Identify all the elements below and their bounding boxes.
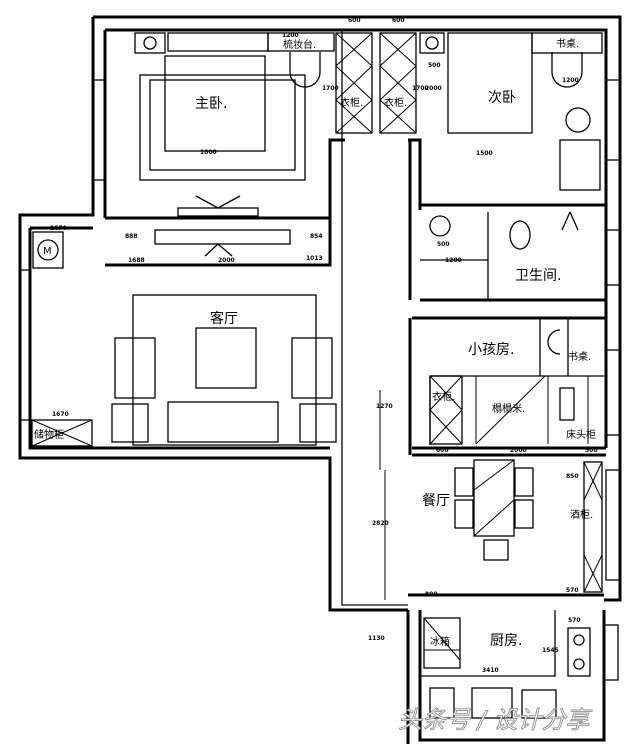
dim-label: 500: [437, 241, 450, 248]
storage-label: 储物柜: [34, 428, 64, 441]
dim-label: 1130: [368, 635, 385, 642]
dim-label: 2000: [510, 447, 527, 454]
dim-label: 1800: [200, 149, 217, 156]
dining-room: 餐厅 酒柜. 2820 850 570: [372, 459, 603, 600]
wardrobe-label: 衣柜.: [340, 96, 363, 109]
dim-label: 570: [568, 617, 581, 624]
wardrobe-label: 衣柜.: [432, 390, 455, 403]
bedside-label: 床头柜: [566, 428, 596, 441]
dim-label: 1670: [50, 225, 67, 232]
desk-label: 书桌.: [556, 37, 579, 50]
washer-icon: M: [43, 246, 52, 257]
dim-label: 1013: [306, 255, 323, 262]
dim-label: 1700: [412, 85, 429, 92]
dresser-label: 梳妆台.: [283, 38, 316, 51]
dim-label: 1270: [376, 403, 393, 410]
room-label-master-bedroom: 主卧.: [195, 96, 227, 112]
room-label-dining-room: 餐厅: [422, 493, 450, 509]
dim-label: 854: [310, 233, 323, 240]
master-bedroom: 主卧. 梳妆台. 1800 1200: [134, 32, 335, 217]
dim-label: 600: [436, 447, 449, 454]
windows: [19, 79, 621, 681]
kitchen: 厨房. 冰箱 1130 800 3410 1545 570: [368, 591, 591, 719]
dim-label: 2000: [218, 257, 235, 264]
dim-label: 500: [428, 62, 441, 69]
bathroom: 卫生间. 500 1200: [429, 211, 579, 284]
dim-label: 2000: [425, 85, 442, 92]
dim-label: 1545: [542, 647, 559, 654]
room-label-bathroom: 卫生间.: [515, 268, 561, 284]
dim-label: 888: [125, 233, 138, 240]
room-label-kitchen: 厨房.: [490, 633, 522, 649]
living-room: 888 854 1688 2000 1013 客厅: [111, 229, 337, 446]
dim-label: 1688: [128, 257, 145, 264]
dim-label: 850: [566, 473, 579, 480]
wine-cabinet-label: 酒柜.: [570, 508, 593, 521]
walls: [18, 15, 622, 744]
dim-label: 1200: [445, 257, 462, 264]
dim-label: 600: [348, 17, 361, 24]
desk-label: 书桌.: [568, 350, 591, 363]
dim-label: 1670: [52, 411, 69, 418]
dim-label: 2820: [372, 520, 389, 527]
room-label-kids-room: 小孩房.: [468, 342, 514, 358]
watermark: 头条号 / 设计分享: [398, 706, 592, 734]
room-label-living-room: 客厅: [210, 310, 238, 327]
dim-label: 500: [585, 447, 598, 454]
kids-room: 小孩房. 书桌. 衣柜. 榻榻米. 床头柜 1270 600 2000 500: [376, 318, 604, 470]
wardrobe-label: 衣柜.: [384, 96, 407, 109]
balcony: M 储物柜 1670 1670: [31, 225, 93, 447]
dim-label: 800: [425, 591, 438, 598]
second-bedroom: 次卧 书桌. 1500 2000 500 1200: [419, 32, 603, 191]
dim-label: 3410: [482, 667, 499, 674]
dim-label: 1700: [322, 85, 339, 92]
dim-label: 600: [392, 17, 405, 24]
wardrobes: 衣柜. 衣柜. 600 600 1700 1700: [322, 17, 429, 134]
fridge-label: 冰箱: [430, 635, 450, 648]
tatami-label: 榻榻米.: [492, 402, 525, 415]
dim-label: 570: [566, 587, 579, 594]
room-label-second-bedroom: 次卧: [488, 90, 516, 106]
dim-label: 1200: [282, 32, 299, 39]
dim-label: 1500: [476, 150, 493, 157]
dim-label: 1200: [562, 77, 579, 84]
